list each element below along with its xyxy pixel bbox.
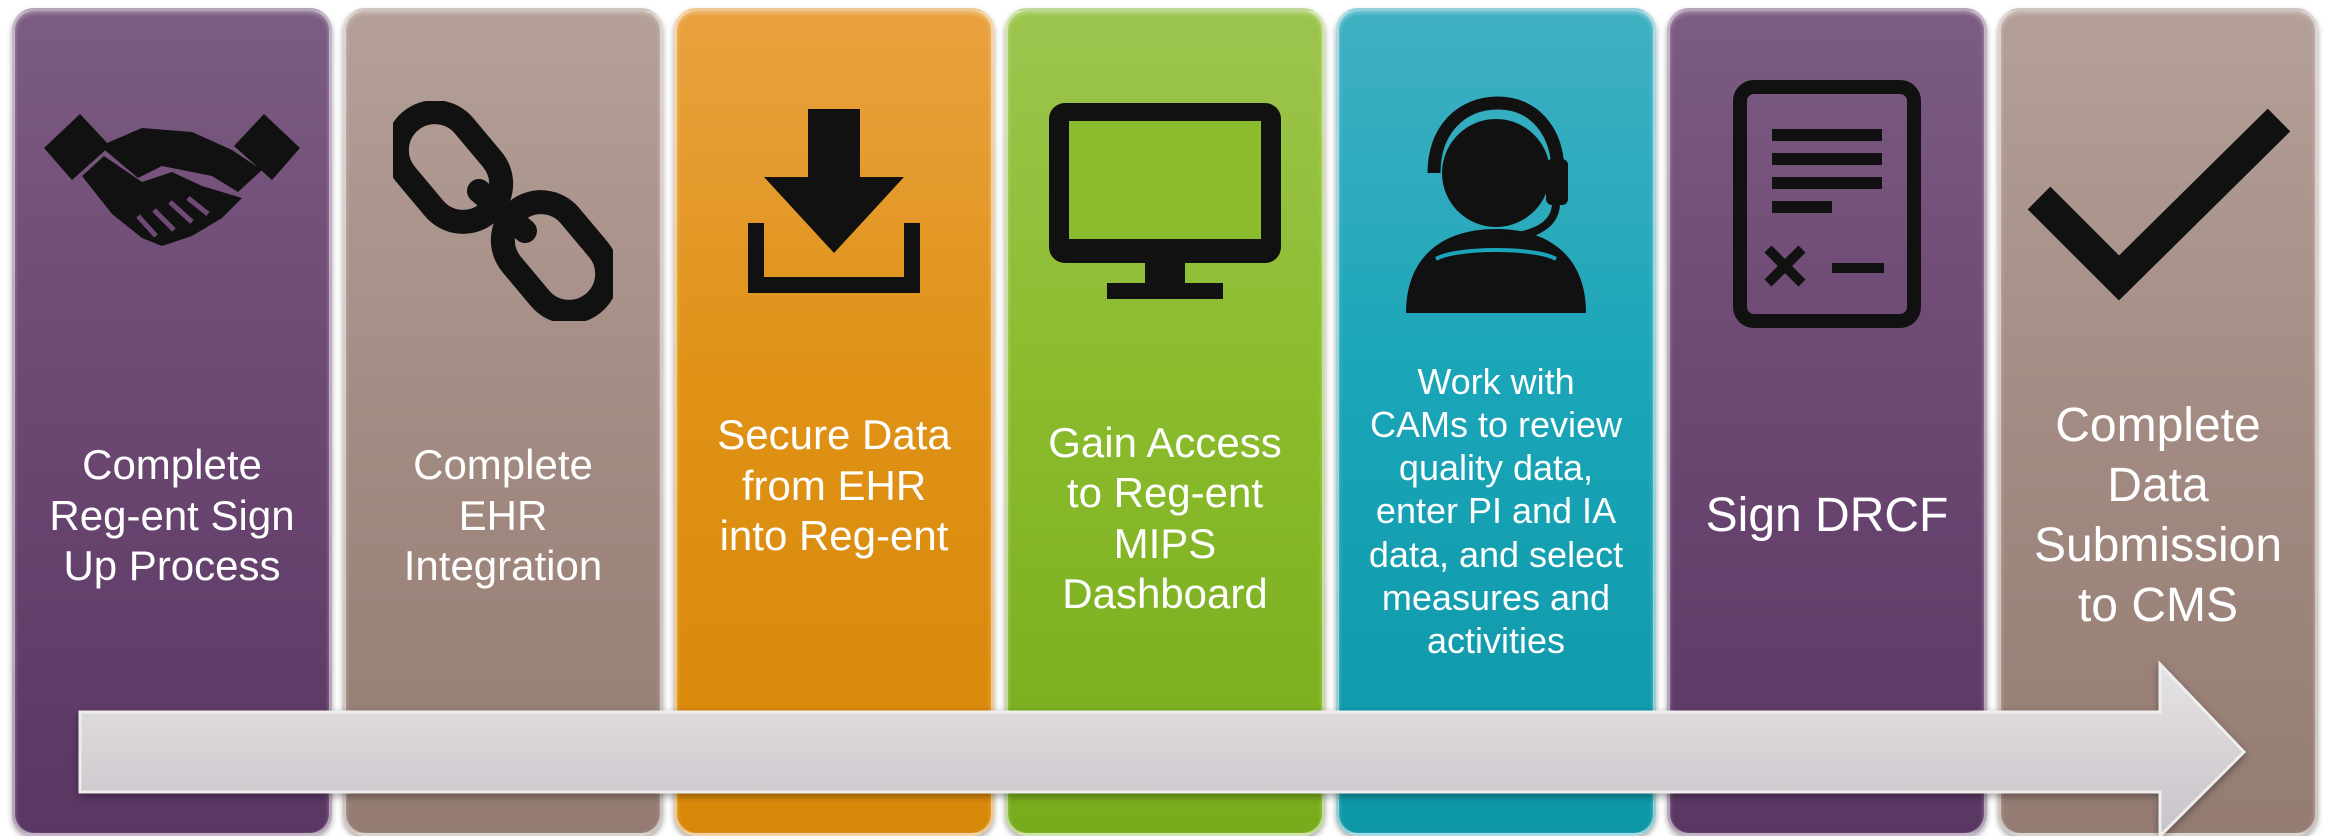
step-card-ehr-integration: Complete EHR Integration <box>343 8 663 836</box>
checkmark-icon <box>2001 106 2315 306</box>
step-label-secure-data: Secure Data from EHR into Reg-ent <box>717 411 951 560</box>
chain-link-icon <box>346 101 660 321</box>
step-label-sign-up: Complete Reg-ent Sign Up Process <box>49 441 295 590</box>
step-label-sign-drcf: Sign DRCF <box>1705 489 1949 543</box>
step-card-dashboard-access: Gain Access to Reg-ent MIPS Dashboard <box>1005 8 1325 836</box>
headset-agent-icon <box>1339 89 1653 319</box>
handshake-icon <box>15 106 329 256</box>
step-card-data-submission: Complete Data Submission to CMS <box>1998 8 2318 836</box>
step-card-sign-up: Complete Reg-ent Sign Up Process <box>12 8 332 836</box>
signed-document-icon <box>1670 79 1984 329</box>
step-card-work-with-cams: Work with CAMs to review quality data, e… <box>1336 8 1656 836</box>
monitor-icon <box>1008 99 1322 309</box>
step-card-sign-drcf: Sign DRCF <box>1667 8 1987 836</box>
download-icon <box>677 103 991 303</box>
step-card-secure-data: Secure Data from EHR into Reg-ent <box>674 8 994 836</box>
step-label-dashboard-access: Gain Access to Reg-ent MIPS Dashboard <box>1048 418 1282 617</box>
step-label-data-submission: Complete Data Submission to CMS <box>2033 399 2283 632</box>
step-label-ehr-integration: Complete EHR Integration <box>403 441 603 590</box>
step-label-work-with-cams: Work with CAMs to review quality data, e… <box>1368 360 1624 661</box>
